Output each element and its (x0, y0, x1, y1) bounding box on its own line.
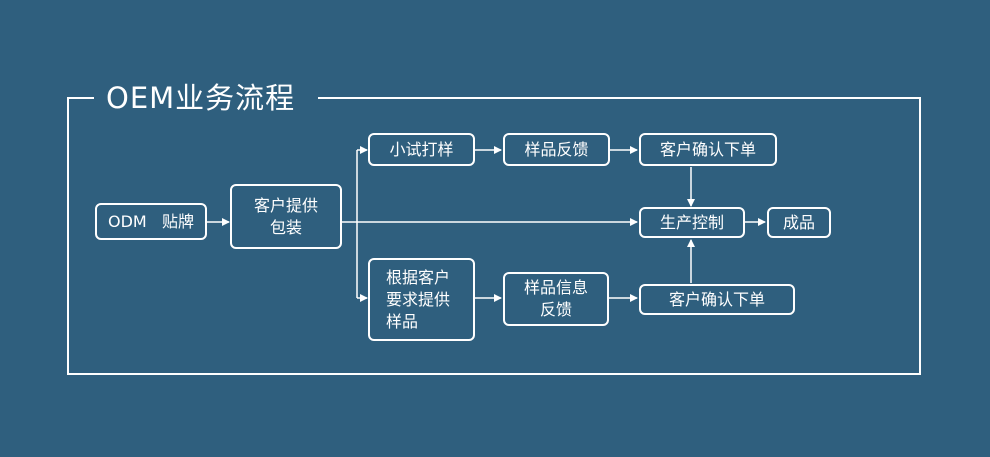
node-customer-packaging: 客户提供 包装 (230, 184, 342, 249)
node-trial-sample: 小试打样 (368, 133, 475, 166)
node-customer-sample: 根据客户 要求提供 样品 (368, 258, 475, 341)
node-sample-feedback: 样品反馈 (503, 133, 610, 166)
diagram-title: OEM业务流程 (94, 80, 308, 116)
node-sample-info-feedback: 样品信息 反馈 (503, 272, 609, 326)
node-finished-product: 成品 (767, 207, 831, 238)
outer-frame (67, 97, 921, 375)
node-customer-order-bottom: 客户确认下单 (639, 284, 795, 315)
node-customer-order-top: 客户确认下单 (639, 133, 777, 166)
node-odm-brand: ODM 贴牌 (95, 203, 207, 240)
node-production-control: 生产控制 (639, 207, 745, 238)
